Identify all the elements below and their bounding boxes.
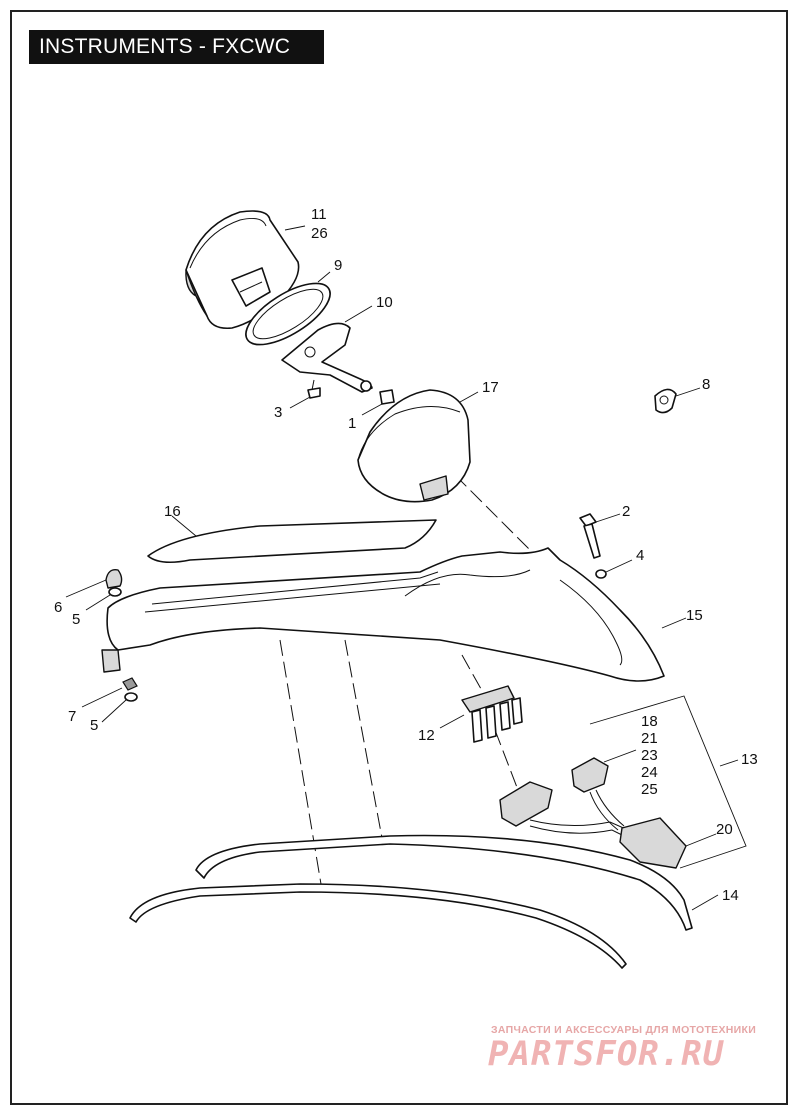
callout-16: 16 (164, 503, 181, 520)
page-border (10, 10, 788, 1105)
callout-26: 26 (311, 225, 328, 242)
callout-24: 24 (641, 764, 658, 781)
callout-1: 1 (348, 415, 356, 432)
gauge-cup-part-17 (357, 389, 471, 503)
callout-23: 23 (641, 747, 658, 764)
callout-labels: 11 26 9 10 3 1 17 8 16 2 4 15 6 5 7 5 12… (54, 206, 758, 904)
group-bracket-13 (589, 695, 747, 869)
callout-2: 2 (622, 503, 630, 520)
console-body-part-15 (101, 547, 665, 682)
callout-5-lower: 5 (90, 717, 98, 734)
wiring-harness-part-13 (499, 757, 687, 869)
callout-5-upper: 5 (72, 611, 80, 628)
clip-part-8 (654, 388, 677, 414)
connector-part-12 (461, 685, 523, 743)
gauge-ring-part-9 (245, 282, 331, 346)
callout-18: 18 (641, 713, 658, 730)
washer-part-5-upper (108, 587, 122, 597)
screw-part-1 (379, 389, 395, 405)
callout-14: 14 (722, 887, 739, 904)
page-title: INSTRUMENTS - FXCWC (29, 30, 324, 64)
callout-21: 21 (641, 730, 658, 747)
callout-25: 25 (641, 781, 658, 798)
callout-15: 15 (686, 607, 703, 624)
callout-10: 10 (376, 294, 393, 311)
callout-4: 4 (636, 547, 644, 564)
washer-part-5-lower (124, 692, 138, 702)
callout-3: 3 (274, 404, 282, 421)
nut-part-7 (122, 677, 138, 691)
callout-12: 12 (418, 727, 435, 744)
callout-8: 8 (702, 376, 710, 393)
trim-strip-part-14 (129, 834, 693, 969)
leader-lines (65, 225, 719, 911)
washer-part-4 (595, 569, 607, 579)
nut-cap-part-6 (105, 569, 123, 589)
callout-13: 13 (741, 751, 758, 768)
gauge-housing-part-11 (185, 210, 300, 330)
callout-20: 20 (716, 821, 733, 838)
callout-7: 7 (68, 708, 76, 725)
bolt-part-2 (579, 513, 601, 559)
callout-9: 9 (334, 257, 342, 274)
callout-17: 17 (482, 379, 499, 396)
callout-11: 11 (311, 206, 327, 223)
mounting-bracket-part-10 (281, 322, 373, 393)
console-pad-part-16 (147, 519, 437, 564)
callout-6: 6 (54, 599, 62, 616)
watermark-subtitle: ЗАПЧАСТИ И АКСЕССУАРЫ ДЛЯ МОТОТЕХНИКИ (491, 1024, 757, 1036)
screw-part-3 (307, 379, 321, 399)
watermark-logo: PARTSFOR.RU (488, 1034, 725, 1074)
